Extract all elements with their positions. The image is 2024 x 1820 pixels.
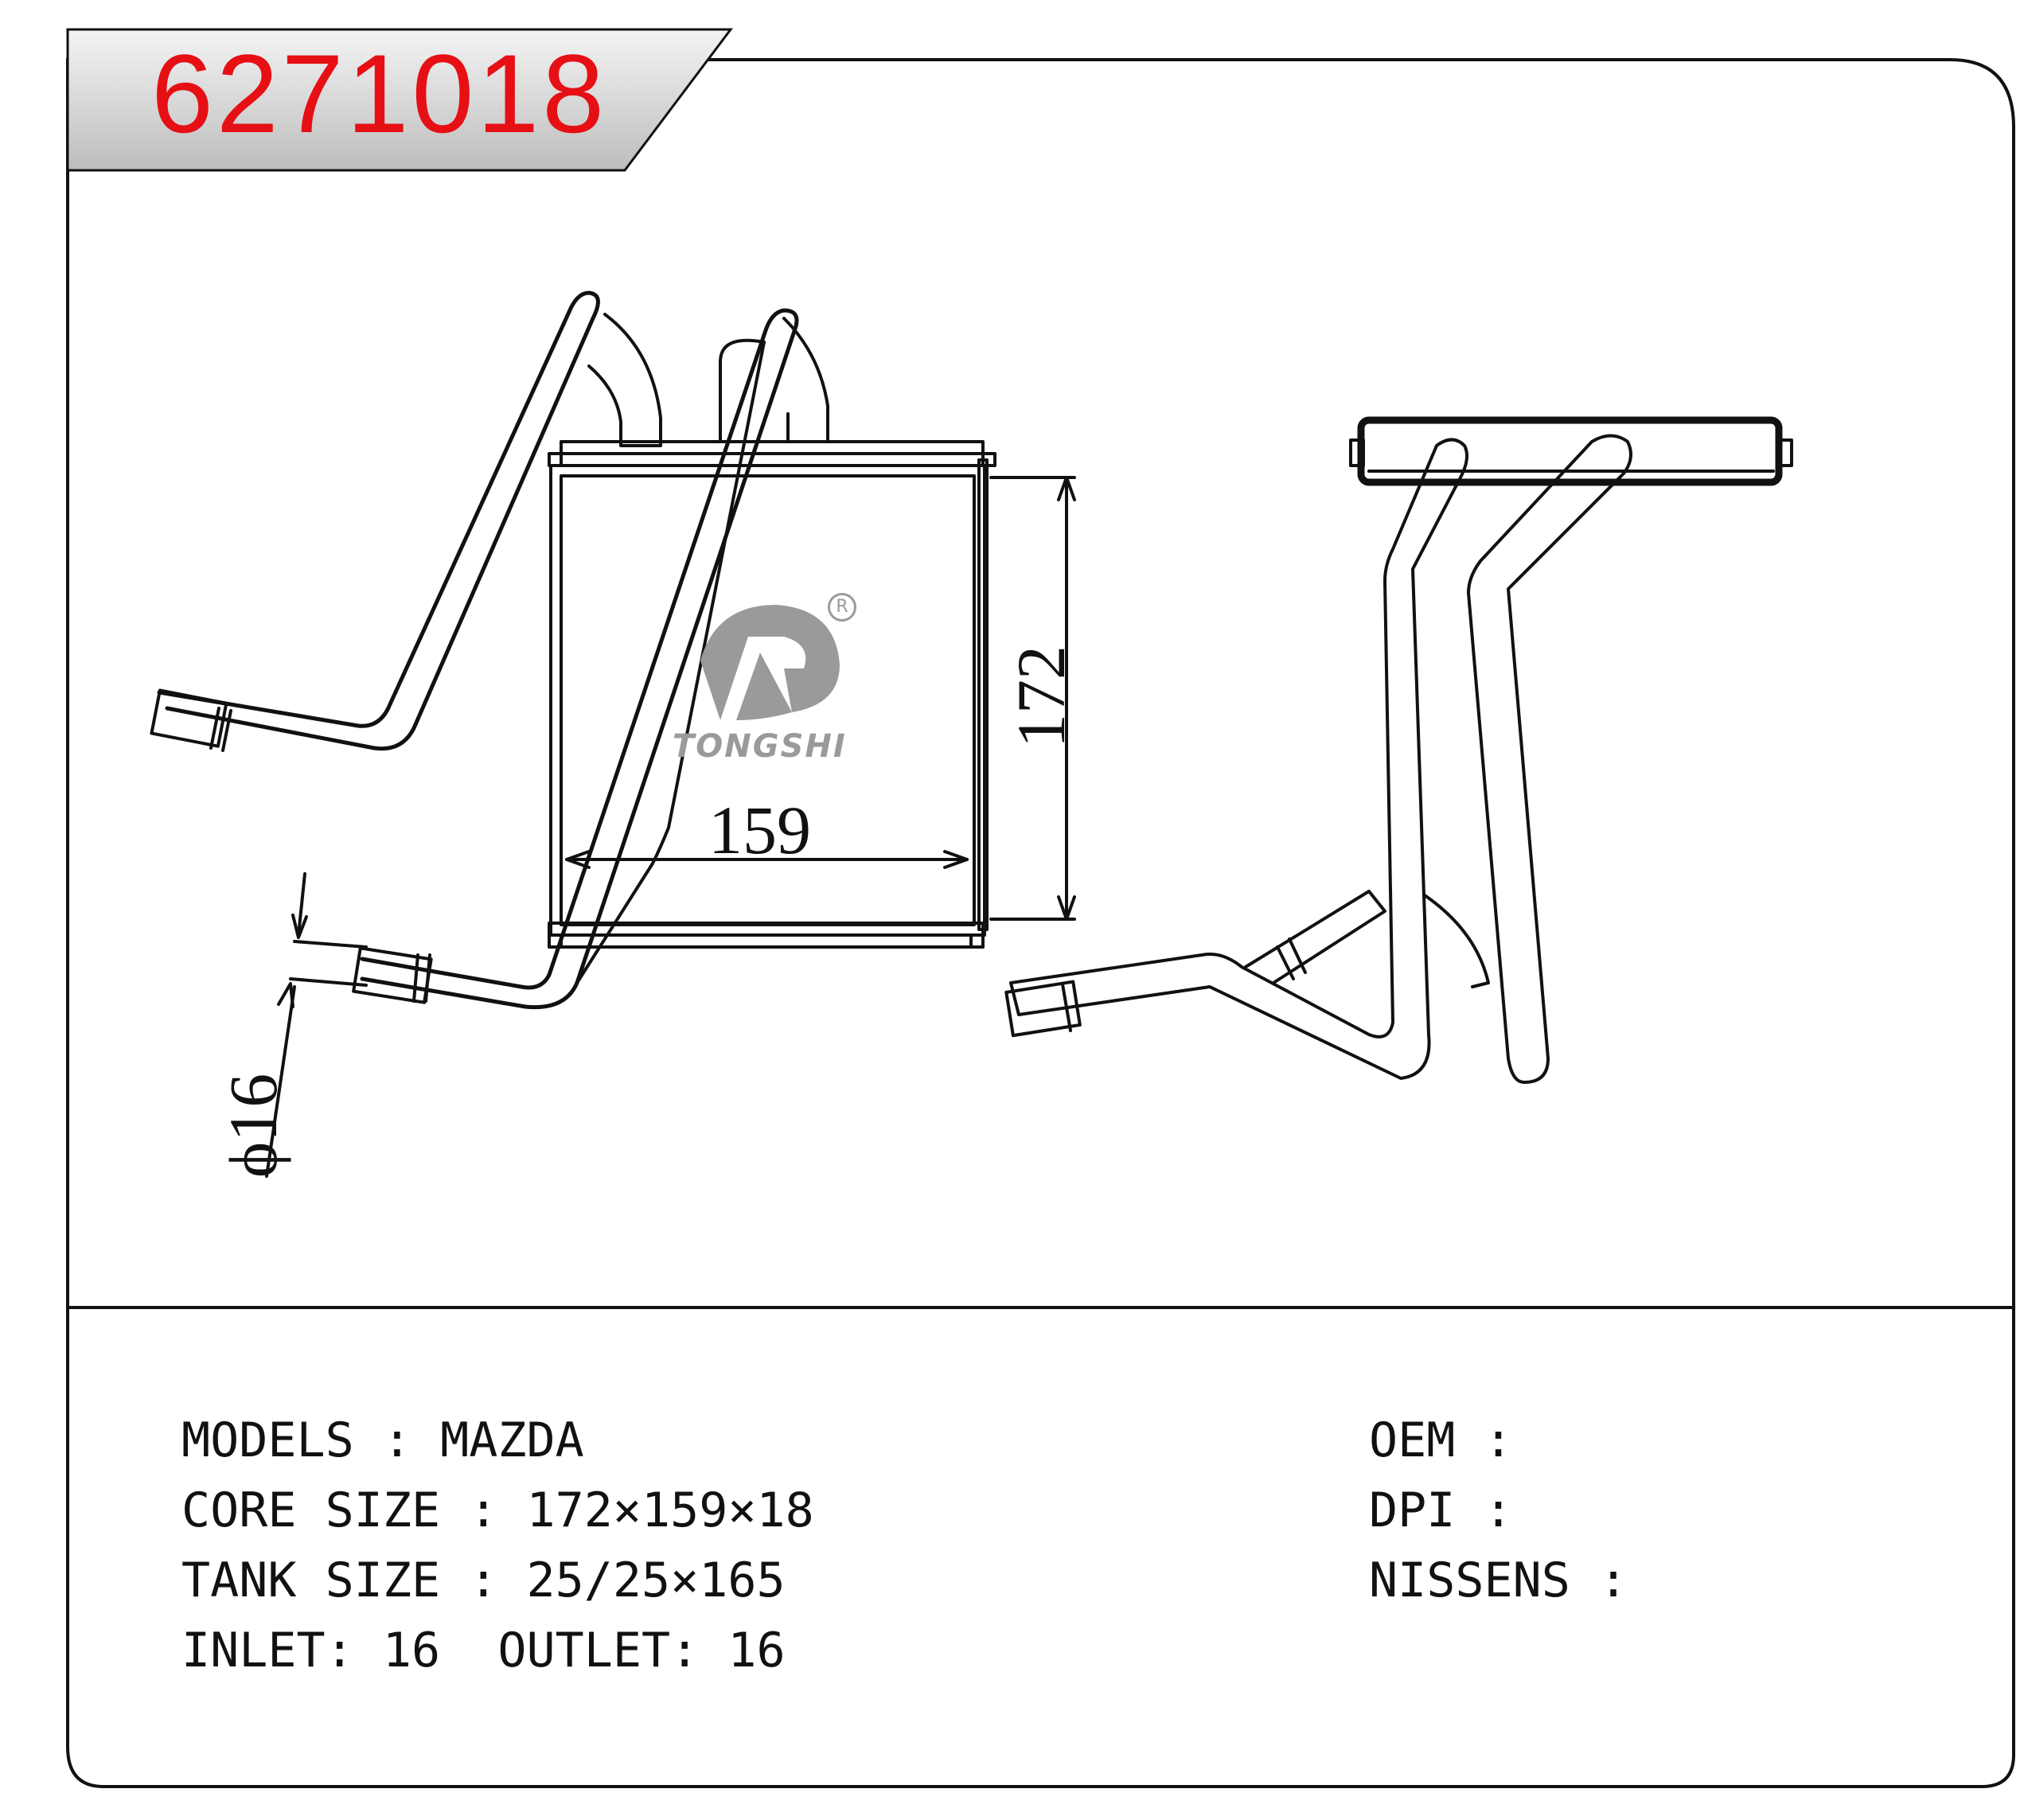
spec-inlet-outlet: INLET: 16 OUTLET: 16 bbox=[181, 1623, 786, 1678]
side-pipe-right bbox=[1467, 434, 1632, 1084]
inlet-pipe bbox=[157, 290, 600, 751]
logo-brand: TONGSHI bbox=[673, 728, 847, 765]
spec-tank-size: TANK SIZE : 25/25×165 bbox=[181, 1553, 786, 1608]
width-dimension-label: 159 bbox=[708, 792, 811, 868]
side-pipe-left bbox=[1009, 438, 1469, 1080]
registered-mark-icon: R bbox=[828, 593, 856, 622]
height-dimension-label: 172 bbox=[1003, 645, 1079, 748]
outlet-pipe bbox=[360, 308, 799, 1010]
spec-models: MODELS : MAZDA bbox=[181, 1413, 584, 1468]
spec-oem: OEM : bbox=[1369, 1413, 1513, 1468]
diameter-dimension-label: ϕ16 bbox=[215, 1073, 291, 1178]
part-number: 6271018 bbox=[151, 31, 608, 156]
spec-dpi: DPI : bbox=[1369, 1483, 1513, 1538]
spec-nissens: NISSENS : bbox=[1369, 1553, 1628, 1608]
sheet-frame bbox=[66, 58, 2015, 1788]
spec-core-size: CORE SIZE : 172×159×18 bbox=[181, 1483, 814, 1538]
header-band bbox=[66, 28, 734, 172]
tongshi-logo bbox=[700, 605, 840, 720]
